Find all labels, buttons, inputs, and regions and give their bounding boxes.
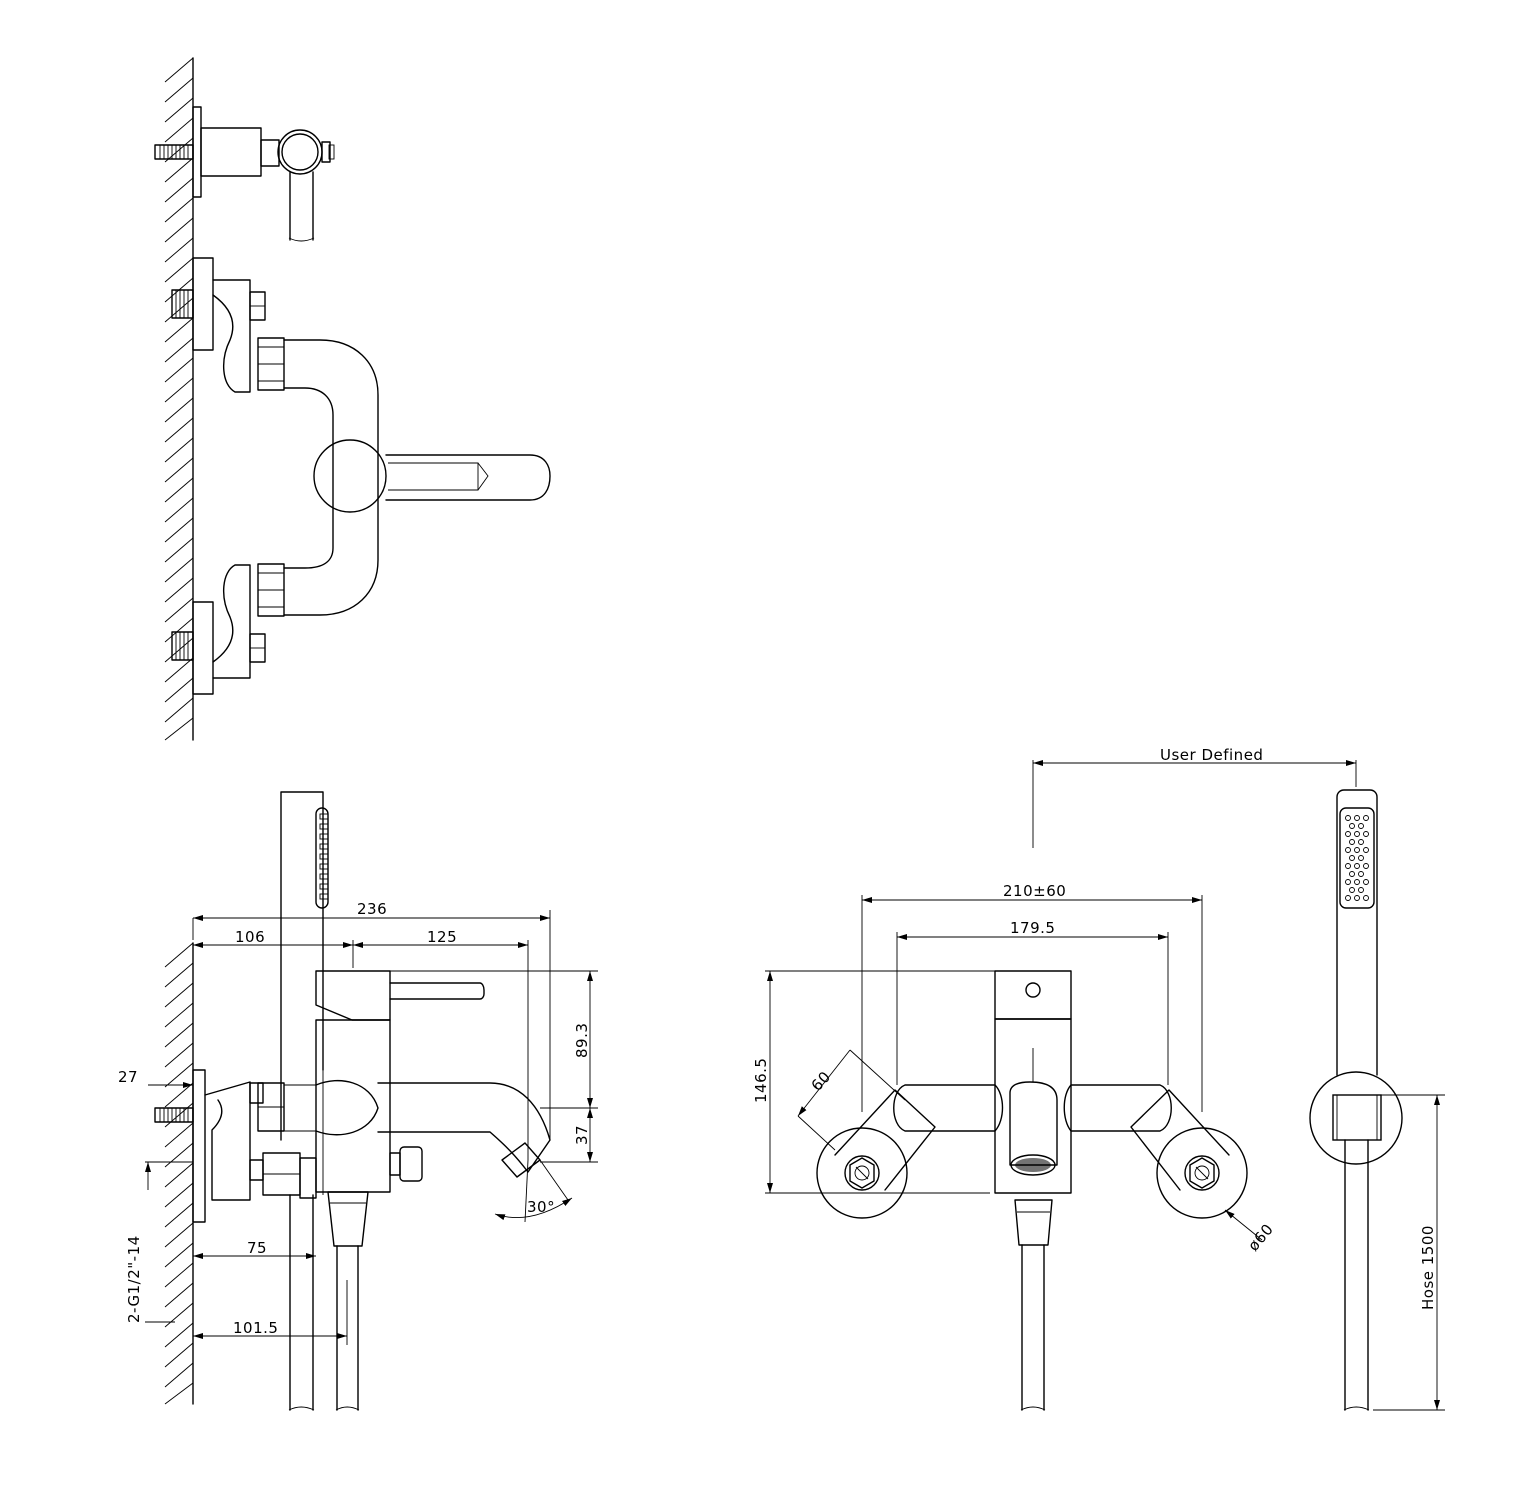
dim-diam-60: ø60 [1244, 1220, 1277, 1254]
side-slide-rail [280, 791, 329, 1141]
top-view [154, 57, 551, 741]
top-view-lower-inlet [171, 563, 285, 695]
wall-hatch-side [164, 942, 194, 1405]
thread-label: 2-G1/2"-14 [125, 1235, 143, 1323]
dim-125: 125 [427, 928, 457, 946]
front-left-inlet [816, 1089, 936, 1219]
dim-30-deg: 30° [527, 1198, 555, 1216]
dim-106: 106 [235, 928, 265, 946]
front-view: User Defined 210±60 179.5 146.5 60 ø60 [752, 746, 1357, 1411]
front-body [893, 970, 1172, 1411]
side-dimensions [145, 910, 598, 1345]
front-dimensions [765, 760, 1357, 1241]
dim-89-3: 89.3 [573, 1023, 591, 1058]
dim-236: 236 [357, 900, 387, 918]
dim-60: 60 [808, 1068, 835, 1095]
side-inlet [154, 1069, 301, 1223]
top-view-body [283, 339, 551, 616]
hand-shower-view: Hose 1500 [1309, 789, 1445, 1411]
side-dimension-labels: 236 106 125 89.3 37 27 75 101.5 30° 2-G1… [118, 900, 591, 1337]
top-view-upper-inlet [171, 257, 285, 393]
shower-nozzles [1345, 815, 1369, 901]
dim-210: 210±60 [1003, 882, 1066, 900]
wall-hatch-top [164, 57, 194, 741]
dim-101-5: 101.5 [233, 1319, 278, 1337]
hose-label: Hose 1500 [1419, 1225, 1437, 1310]
dim-75: 75 [247, 1239, 267, 1257]
dim-37: 37 [573, 1125, 591, 1145]
front-right-inlet [1130, 1089, 1248, 1219]
user-defined-label: User Defined [1160, 746, 1263, 764]
dim-146-5: 146.5 [752, 1058, 770, 1103]
dim-179-5: 179.5 [1010, 919, 1055, 937]
side-view: 236 106 125 89.3 37 27 75 101.5 30° 2-G1… [118, 791, 598, 1411]
top-side-fitting [154, 106, 335, 242]
dim-27: 27 [118, 1068, 138, 1086]
side-mixer-body [284, 970, 551, 1411]
front-dimension-labels: User Defined 210±60 179.5 146.5 60 ø60 [752, 746, 1277, 1255]
